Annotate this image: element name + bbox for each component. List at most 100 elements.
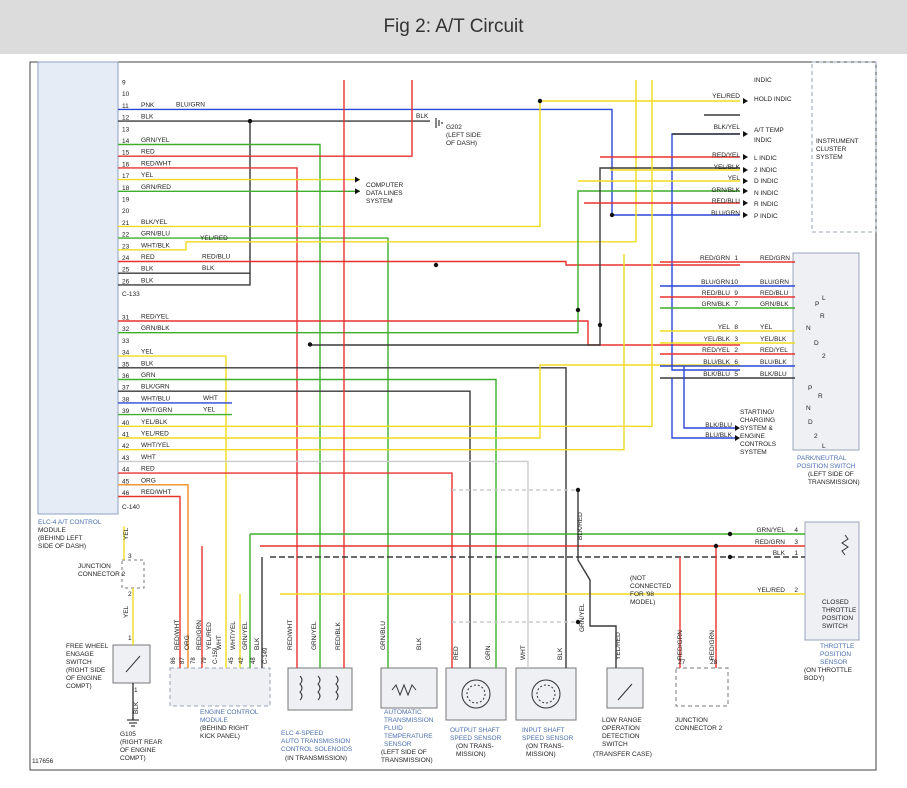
label-text: 4 <box>794 527 798 534</box>
label-text: CONTROLS <box>740 441 777 448</box>
ground-icon <box>435 118 443 128</box>
pin-wire-label: BLK <box>141 360 154 367</box>
label-text: OPERATION <box>602 725 640 732</box>
pin-number: 11 <box>122 103 129 110</box>
label-text: INDIC <box>754 77 772 84</box>
wire-red-wht-46 <box>118 495 181 668</box>
thermistor-icon <box>391 683 417 697</box>
label-text: C-149 <box>263 647 269 664</box>
splice-dot <box>575 307 581 313</box>
label-text: GRN/BLK <box>760 301 789 308</box>
pin-number: 36 <box>122 373 130 380</box>
label-text: 3 <box>794 539 798 546</box>
label-text: BLU/GRN <box>176 101 205 108</box>
label-text: COMPT) <box>120 755 146 762</box>
label-text: 2 <box>794 587 798 594</box>
label-text: A/T TEMP <box>754 127 784 134</box>
label-text: YEL/RED <box>200 235 228 242</box>
pin-wire-label: WHT/BLU <box>141 395 171 402</box>
pin-wire-label: WHT/YEL <box>141 442 170 449</box>
connector-label: C-140 <box>122 504 140 511</box>
label-text: JUNCTION <box>78 563 111 570</box>
label-text: (NOT <box>630 575 646 582</box>
label-text: YEL <box>123 605 130 618</box>
label-text: YEL <box>203 407 216 414</box>
wire-red-24 <box>118 260 740 266</box>
label-text: SYSTEM <box>740 449 767 456</box>
label-text: ENGINE CONTROL <box>200 709 259 716</box>
pin-number: 37 <box>122 385 130 392</box>
label-text: TEMPERATURE <box>384 733 433 740</box>
label-text: 28 <box>710 659 718 666</box>
free-wheel-switch-box <box>112 644 151 684</box>
pin-number: 10 <box>122 91 130 98</box>
label-text: SYSTEM <box>366 198 393 205</box>
wire-pnk-blu <box>118 108 740 216</box>
label-text: GRN/YEL <box>579 603 586 632</box>
speed-sensor-gear-icon <box>531 679 561 709</box>
label-text: BLU/BLK <box>705 432 732 439</box>
pin-wire-label: WHT/BLK <box>141 242 171 249</box>
label-text: THROTTLE <box>820 643 855 650</box>
label-text: GRN/YEL <box>242 621 249 650</box>
label-text: POSITION <box>820 651 851 658</box>
pin-number: 20 <box>122 208 130 215</box>
throttle-position-sensor-box <box>804 521 860 641</box>
label-text: 5 <box>734 371 738 378</box>
wires <box>118 80 805 720</box>
potentiometer-icon <box>841 534 849 556</box>
arrow-icon <box>743 200 748 206</box>
label-text: AUTOMATIC <box>384 709 422 716</box>
splice-dot <box>433 262 439 268</box>
label-text: (IN TRANSMISSION) <box>285 755 347 762</box>
pin-number: 34 <box>122 350 130 357</box>
label-text: YEL/RED <box>615 632 622 660</box>
label-text: 10 <box>731 279 739 286</box>
junction-connector-left-box <box>121 559 145 589</box>
pin-wire-label: BLK <box>141 277 154 284</box>
label-text: RED/YEL <box>760 347 788 354</box>
label-text: OF ENGINE <box>120 747 156 754</box>
label-text: D INDIC <box>754 178 779 185</box>
pin-wire-label: YEL <box>141 349 154 356</box>
wire-red-44 <box>118 472 453 668</box>
solenoid-coil-icon <box>335 675 339 701</box>
label-text: BLK <box>202 265 215 272</box>
splice-dot <box>727 531 733 537</box>
label-text: YEL/BLK <box>714 164 741 171</box>
label-text: BLK <box>773 550 786 557</box>
pin-number: 44 <box>122 467 130 474</box>
label-text: YEL/BLK <box>760 336 787 343</box>
speed-sensor-gear-icon <box>466 684 486 704</box>
arrow-icon <box>743 178 748 184</box>
splice-dot <box>713 543 719 549</box>
label-text: C-159 <box>213 647 219 664</box>
label-text: POSITION SWITCH <box>797 463 856 470</box>
wire-org-45 <box>118 484 189 668</box>
label-text: SWITCH <box>602 741 628 748</box>
label-text: BLK <box>557 647 564 660</box>
label-text: YEL/RED <box>712 93 740 100</box>
low-range-switch-box <box>606 667 644 709</box>
wire-grn-blk-32 <box>118 190 740 334</box>
label-text: ELC 4-SPEED <box>281 730 324 737</box>
label-text: YEL/BLK <box>704 336 731 343</box>
module-name: ELC-4 A/T CONTROL <box>38 519 102 526</box>
label-text: RED/BLU <box>712 198 740 205</box>
label-text: (RIGHT REAR <box>120 739 162 746</box>
label-text: (BEHIND RIGHT <box>200 725 249 732</box>
arrow-icon <box>355 176 360 183</box>
pin-number: 43 <box>122 455 130 462</box>
pin-number: 40 <box>122 420 130 427</box>
label-text: LOW RANGE <box>602 717 642 724</box>
label-text: RED/BLU <box>702 290 730 297</box>
pin-wire-label: RED <box>141 254 155 261</box>
label-text: WHT/YEL <box>230 621 237 650</box>
label-text: BODY) <box>804 675 825 682</box>
pin-number: 21 <box>122 220 130 227</box>
speed-sensor-gear-icon <box>461 679 491 709</box>
pin-wire-label: RED/YEL <box>141 314 169 321</box>
pin-wire-label: GRN <box>141 372 156 379</box>
label-text: 2 <box>128 591 132 598</box>
splice-dot <box>727 554 733 560</box>
